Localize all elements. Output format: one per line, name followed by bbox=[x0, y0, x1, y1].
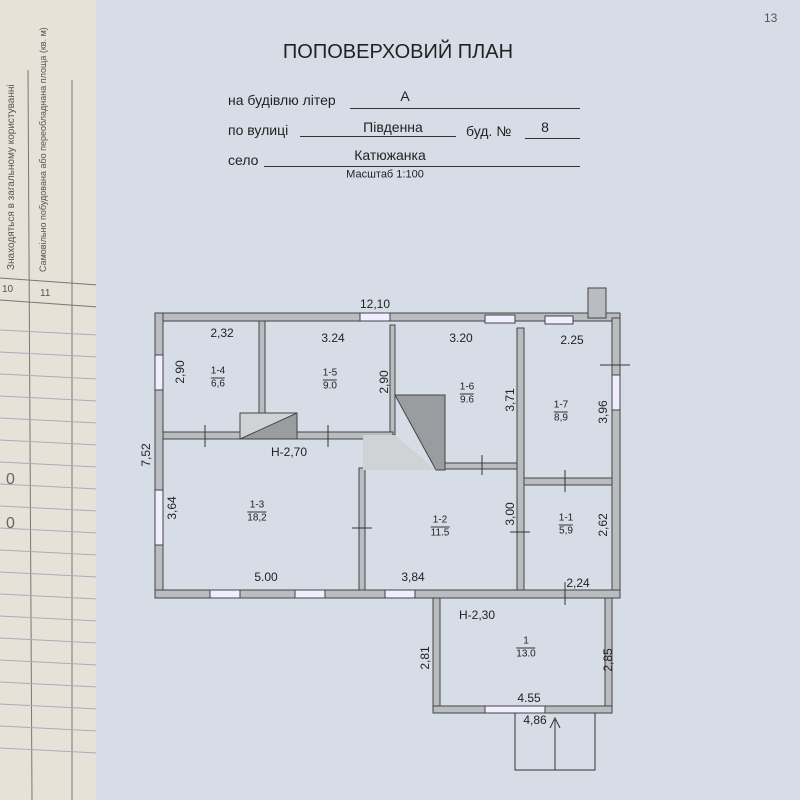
dim: 2,81 bbox=[418, 646, 432, 670]
dim: 3,96 bbox=[596, 400, 610, 424]
village-label: село bbox=[228, 152, 259, 168]
dim: 3,71 bbox=[503, 388, 517, 412]
dim: 4.55 bbox=[517, 691, 541, 705]
floor-plan-page bbox=[96, 0, 800, 800]
chimney bbox=[587, 287, 607, 319]
column-11-number: 11 bbox=[40, 288, 51, 299]
house-value: 8 bbox=[541, 119, 549, 135]
dim: 2,24 bbox=[566, 576, 590, 590]
handwritten-mark: 0 bbox=[6, 471, 15, 488]
wall-interior bbox=[444, 462, 518, 470]
page-title: ПОПОВЕРХОВИЙ ПЛАН bbox=[282, 41, 514, 63]
column-10-number: 10 bbox=[2, 284, 14, 295]
wall-interior bbox=[358, 467, 366, 591]
dim: 3,64 bbox=[165, 496, 179, 520]
ceiling-height-porch: Н-2,30 bbox=[458, 608, 496, 622]
ceiling-height-main: Н-2,70 bbox=[270, 445, 308, 459]
building-label: на будівлю літер bbox=[228, 92, 336, 108]
wall-porch-left bbox=[432, 597, 441, 714]
scale-label: Масштаб 1:100 bbox=[346, 168, 424, 181]
dim: 3.20 bbox=[449, 331, 473, 345]
dim: 3.24 bbox=[321, 331, 345, 345]
stair-fill bbox=[239, 412, 298, 440]
dim: 3,84 bbox=[401, 570, 425, 584]
dim: 3,00 bbox=[503, 502, 517, 526]
table-grid bbox=[0, 69, 98, 800]
street-value: Південна bbox=[363, 119, 423, 135]
dim: 4,86 bbox=[523, 713, 547, 727]
house-label: буд. № bbox=[466, 123, 512, 139]
dim: 2,90 bbox=[377, 370, 391, 394]
dim: 2,90 bbox=[173, 360, 187, 384]
building-value: А bbox=[400, 88, 410, 104]
dim: 2.25 bbox=[560, 333, 584, 347]
handwritten-mark: 0 bbox=[6, 515, 15, 532]
page-number: 13 bbox=[764, 11, 778, 25]
wall-interior bbox=[523, 477, 613, 486]
dim-overall-width: 7,52 bbox=[139, 443, 153, 467]
wall-interior bbox=[516, 327, 525, 591]
wall-right bbox=[611, 317, 621, 599]
dim: 5.00 bbox=[254, 570, 278, 584]
street-label: по вулиці bbox=[228, 122, 289, 138]
dim-overall-length: 12,10 bbox=[359, 297, 391, 311]
dim: 2,32 bbox=[210, 326, 234, 340]
dim: 2,85 bbox=[601, 648, 615, 672]
wall-interior bbox=[258, 320, 266, 417]
dim: 2,62 bbox=[596, 513, 610, 537]
adjacent-table-page: Знаходяться в загальному користуванні Са… bbox=[0, 0, 98, 800]
village-value: Катюжанка bbox=[354, 147, 426, 163]
stair-2 bbox=[394, 394, 446, 471]
